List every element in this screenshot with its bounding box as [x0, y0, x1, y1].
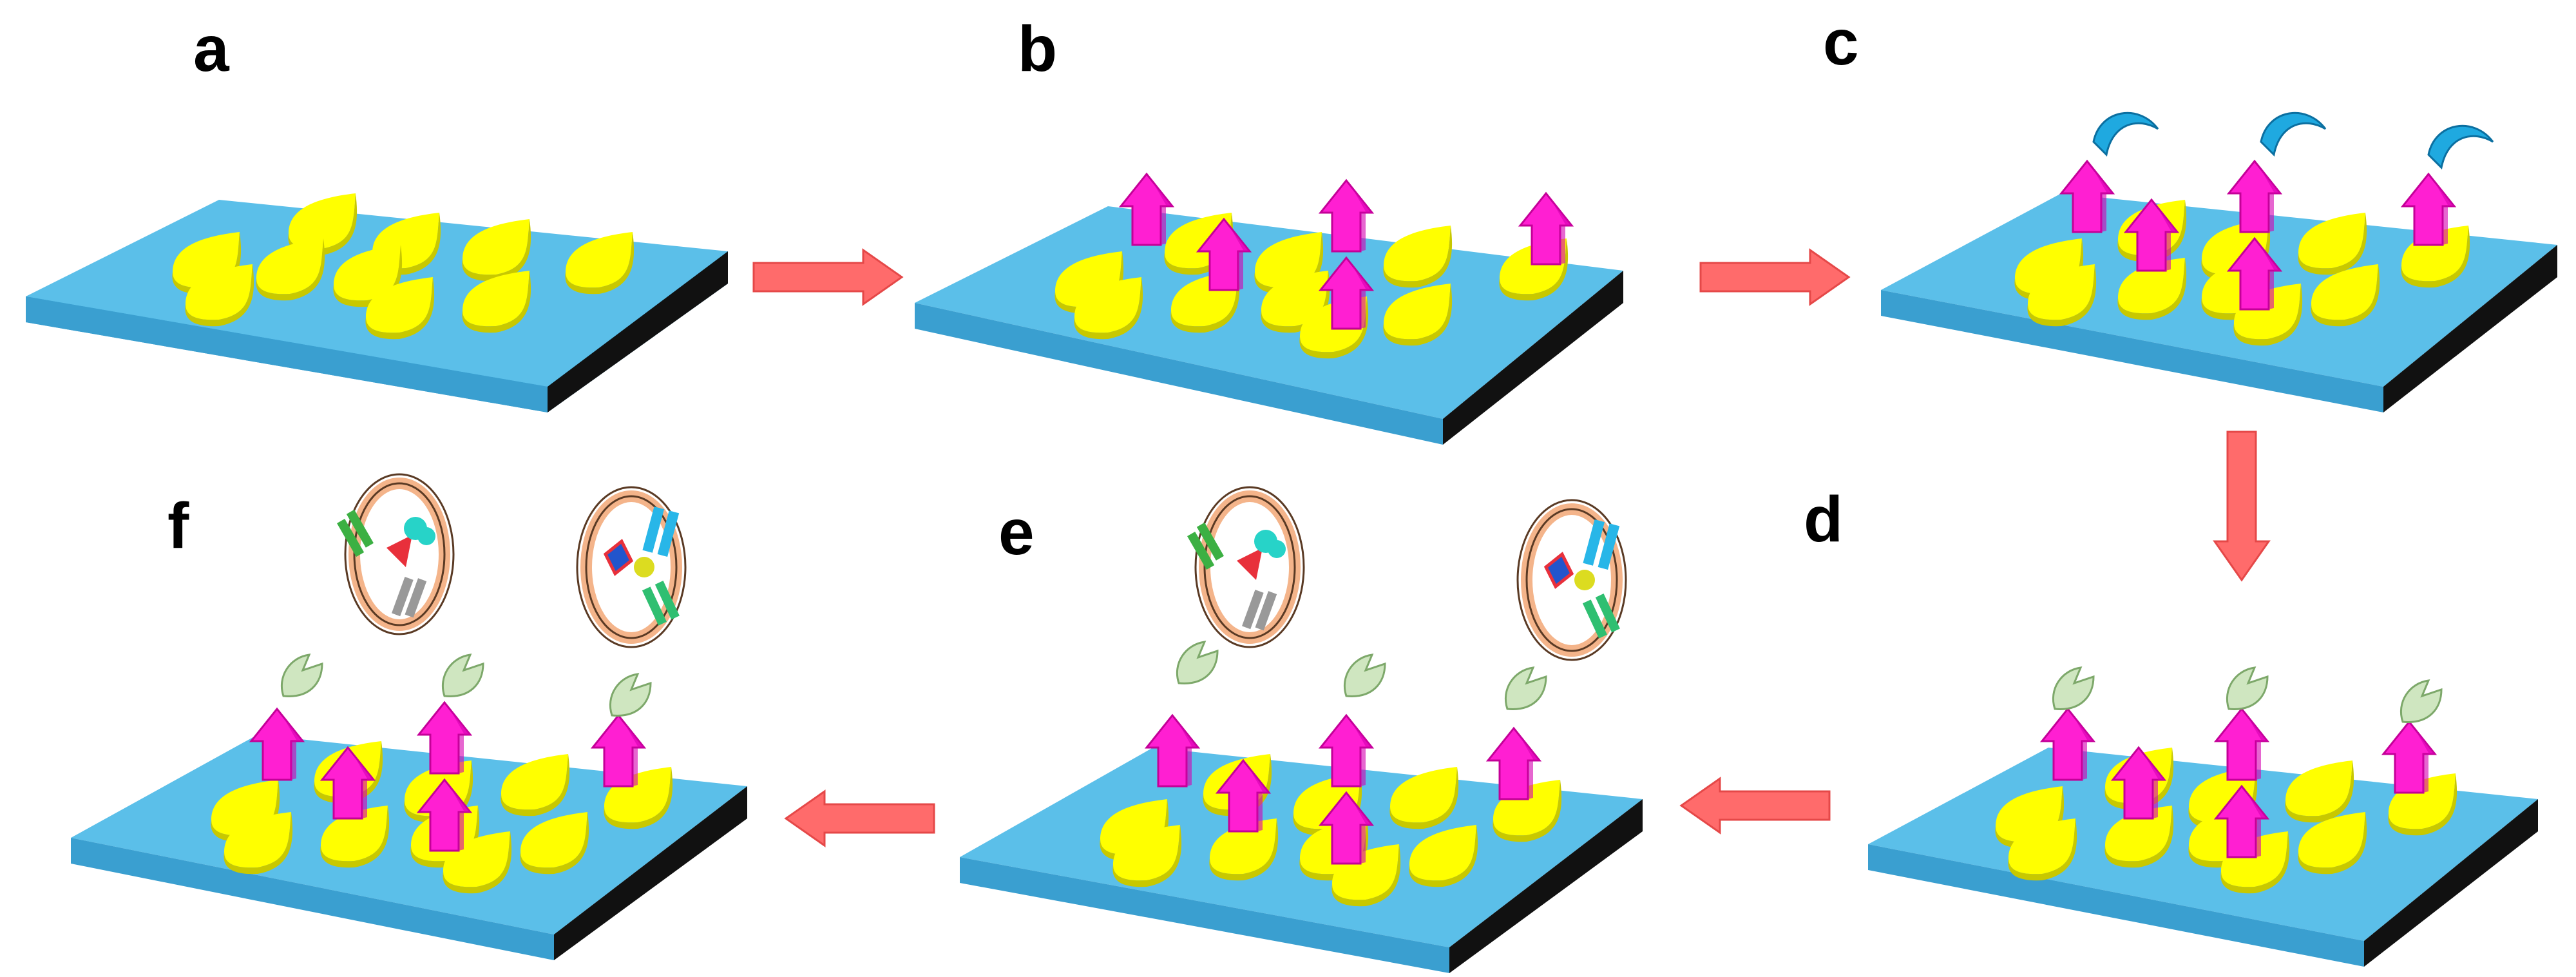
receptor-icon: [1504, 666, 1547, 710]
linker-arrow-icon: [2382, 721, 2436, 794]
receptor-icon: [609, 673, 652, 717]
receptor-icon: [280, 653, 323, 697]
flow-arrow-icon: [1699, 249, 1850, 305]
flow-arrow-icon: [785, 790, 935, 847]
panel-d: d: [1804, 483, 2538, 967]
panel-label-b: b: [1018, 13, 1057, 85]
receptor-icon: [1176, 641, 1219, 684]
receptor-icon: [2226, 666, 2269, 710]
receptor-icon: [1343, 653, 1386, 697]
antibody-icon: [2260, 111, 2327, 156]
exosome-icon: [577, 487, 685, 647]
exosome-icon: [1187, 487, 1304, 647]
flow-arrow-icon: [2213, 430, 2270, 581]
panel-label-e: e: [998, 496, 1035, 568]
substrate-slide: [960, 748, 1643, 973]
panel-f: f: [71, 474, 747, 960]
receptor-icon: [2399, 679, 2443, 723]
panel-b: b: [915, 13, 1623, 445]
flow-arrow-icon: [752, 249, 903, 305]
receptor-icon: [441, 653, 484, 697]
exosome-icon: [337, 474, 453, 634]
substrate-slide: [71, 735, 747, 960]
antibody-icon: [2092, 111, 2159, 156]
exosome-icon: [1518, 500, 1626, 660]
panel-label-c: c: [1823, 6, 1859, 79]
panel-label-f: f: [167, 490, 189, 562]
flow-arrow-icon: [1680, 777, 1831, 834]
panel-c: c: [1823, 6, 2557, 412]
panel-a: a: [26, 13, 728, 412]
receptor-icon: [2052, 666, 2095, 710]
panel-label-a: a: [193, 13, 230, 85]
panel-label-d: d: [1804, 483, 1843, 556]
panel-e: e: [960, 487, 1643, 973]
antibody-icon: [2427, 124, 2494, 169]
